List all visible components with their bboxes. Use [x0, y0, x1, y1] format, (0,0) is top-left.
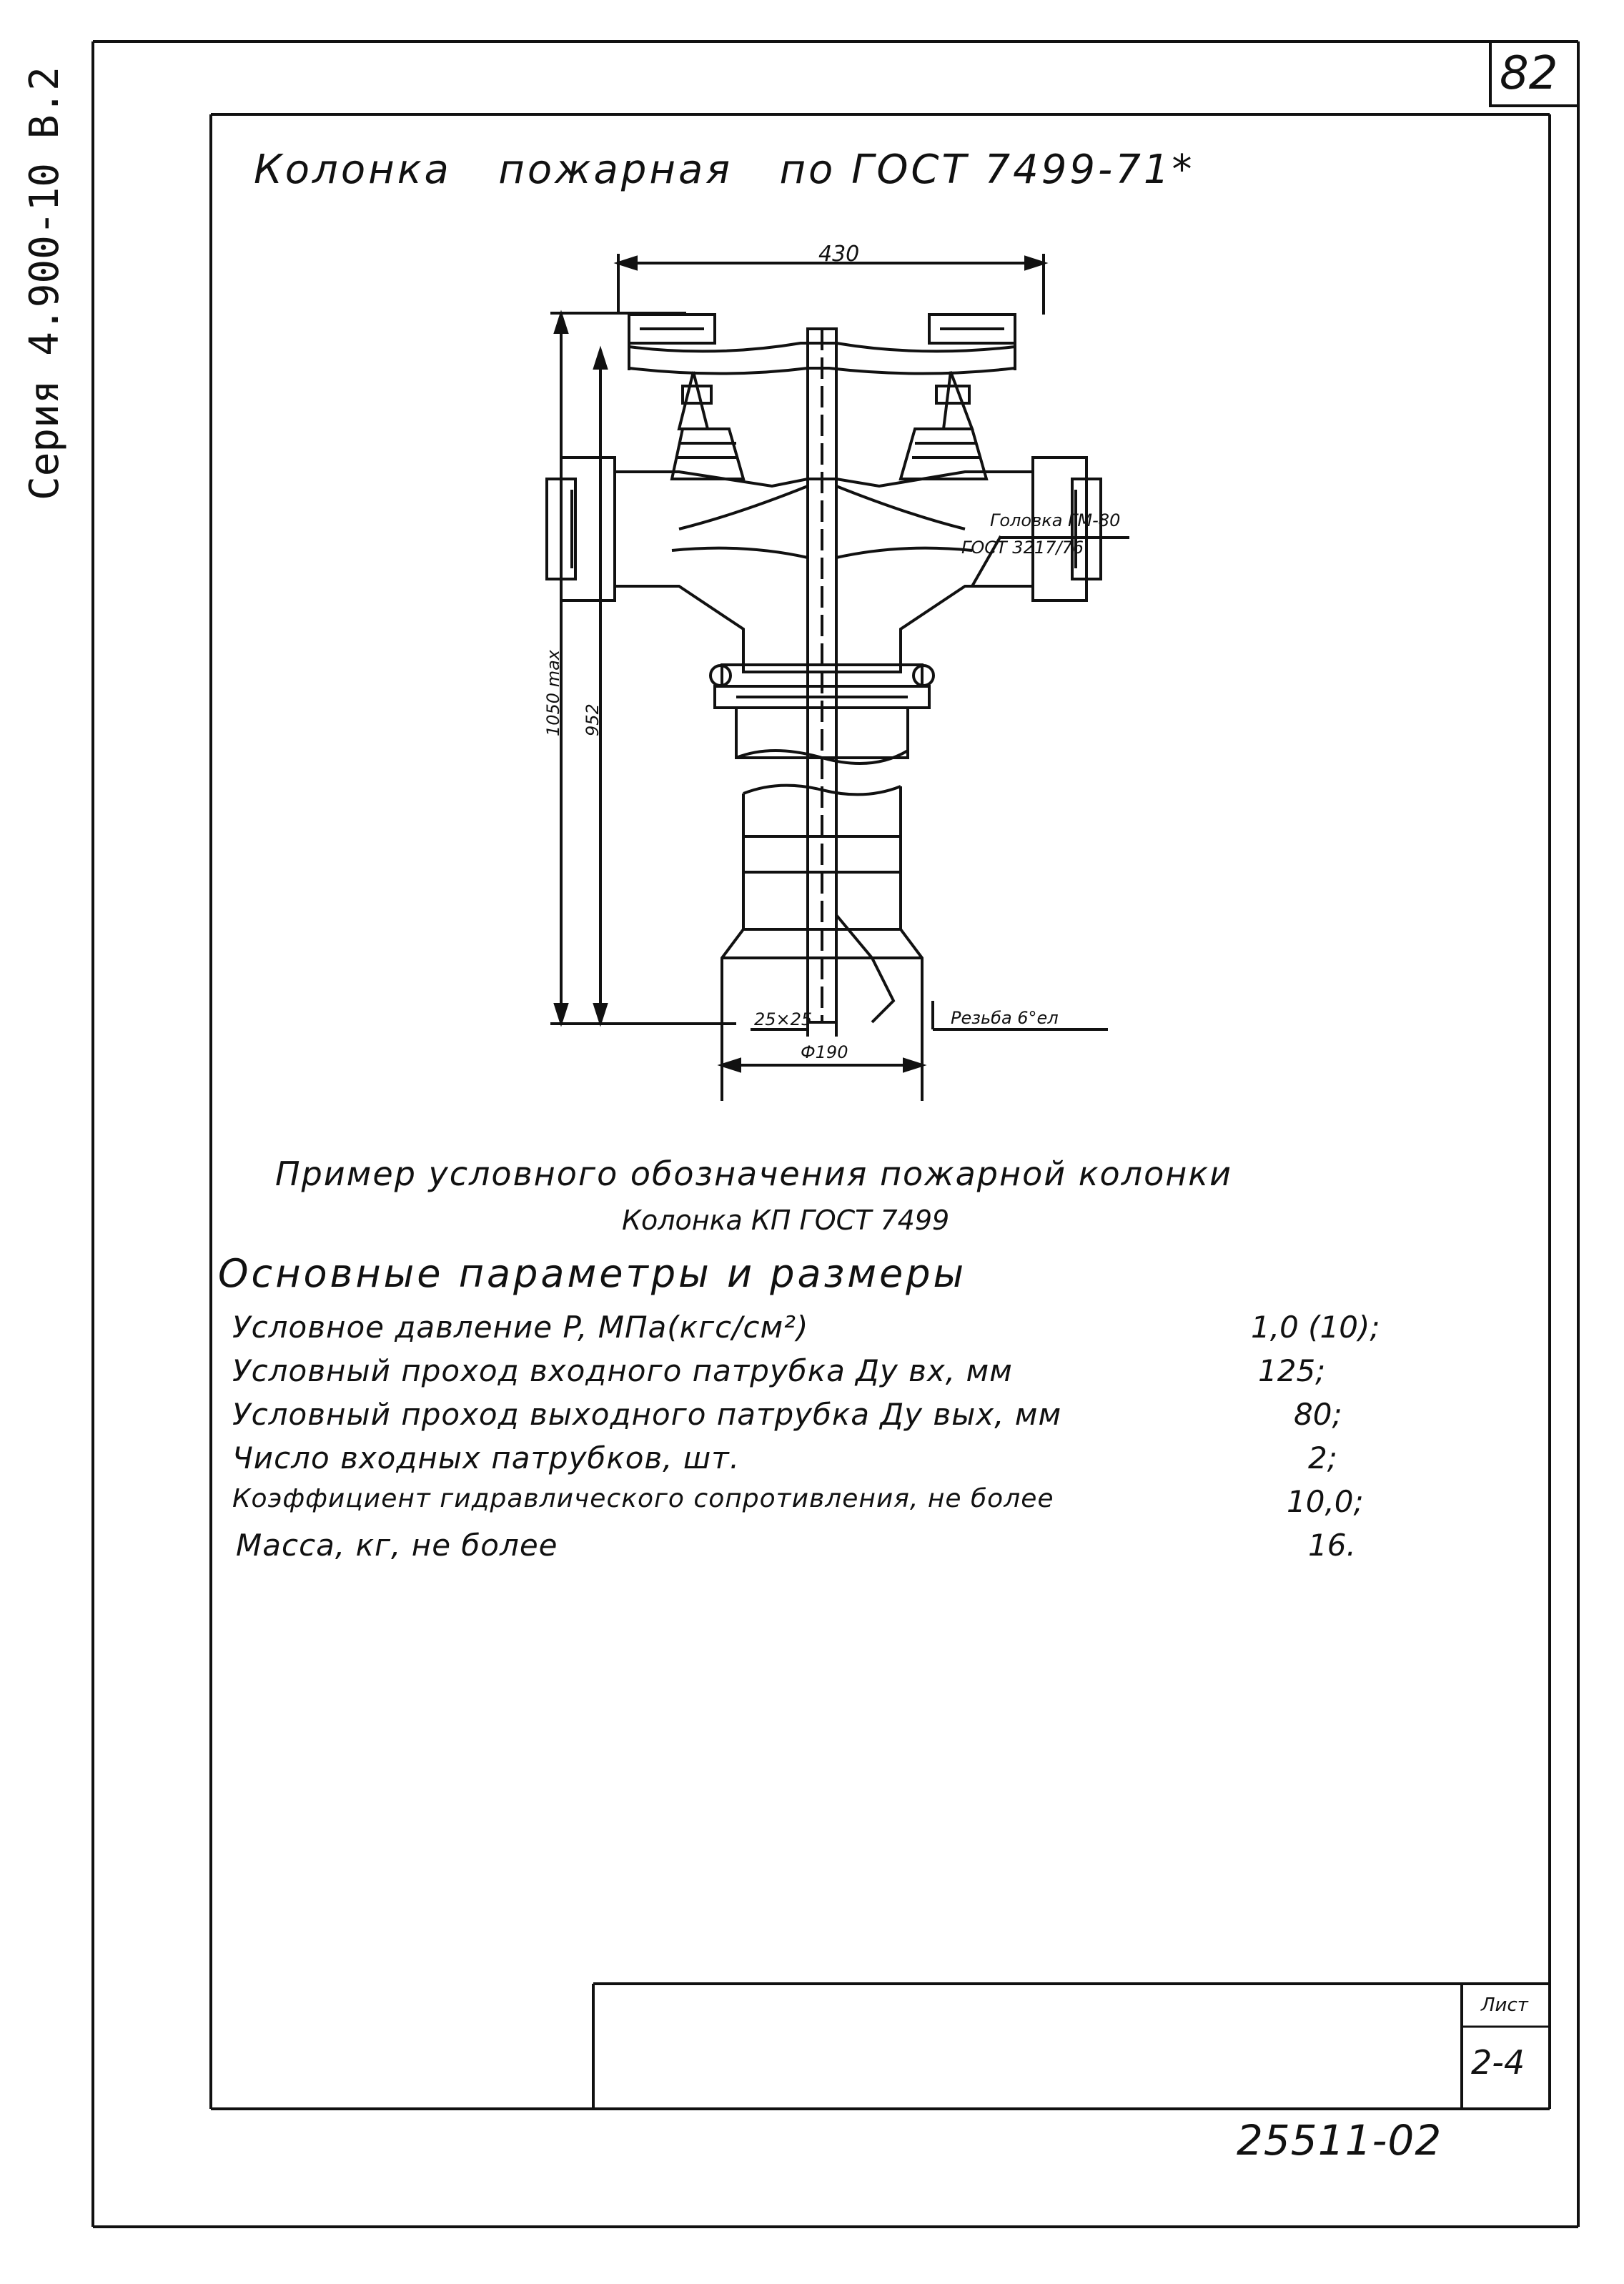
param-label: Условное давление P, МПа(кгс/см²) — [232, 1310, 809, 1345]
designation-line1: Пример условного обозначения пожарной ко… — [275, 1155, 1232, 1193]
dim-square-label: 25×25 — [754, 1009, 813, 1029]
param-label: Число входных патрубков, шт. — [232, 1440, 741, 1475]
param-value: 1,0 (10); — [1251, 1310, 1380, 1345]
document-number: 25511-02 — [1237, 2116, 1442, 2165]
param-value: 80; — [1294, 1397, 1342, 1432]
dim-height-max-label: 1050 max — [543, 650, 563, 736]
param-value: 125; — [1258, 1353, 1326, 1388]
dim-height-label: 952 — [583, 703, 603, 736]
param-label: Условный проход входного патрубка Ду вх,… — [232, 1353, 1013, 1388]
stamp-sheet-label: Лист — [1481, 1994, 1528, 2016]
param-value: 2; — [1308, 1440, 1337, 1475]
head-label: Головка ГМ-80 — [990, 510, 1121, 530]
param-value: 16. — [1308, 1528, 1356, 1563]
head-gost-label: ГОСТ 3217/76 — [961, 538, 1084, 558]
param-label: Масса, кг, не более — [236, 1528, 558, 1563]
param-label: Коэффициент гидравлического сопротивлени… — [232, 1484, 1054, 1513]
param-label: Условный проход выходного патрубка Ду вы… — [232, 1397, 1062, 1432]
designation-line2: Колонка КП ГОСТ 7499 — [622, 1205, 950, 1236]
series-label: Серия 4.900-10 В.2 — [21, 66, 68, 500]
stamp-sheet-value: 2-4 — [1471, 2043, 1525, 2082]
parameters-heading: Основные параметры и размеры — [218, 1251, 967, 1296]
page-title: Колонка пожарная по ГОСТ 7499-71* — [254, 147, 1195, 193]
param-value: 10,0; — [1287, 1484, 1364, 1519]
page-number: 82 — [1500, 47, 1558, 100]
hydrant-drawing — [545, 254, 1129, 1101]
thread-label: Резьба 6°ел — [951, 1008, 1059, 1028]
dim-width-label: 430 — [818, 242, 860, 267]
dim-diameter-label: Ф190 — [801, 1042, 848, 1062]
